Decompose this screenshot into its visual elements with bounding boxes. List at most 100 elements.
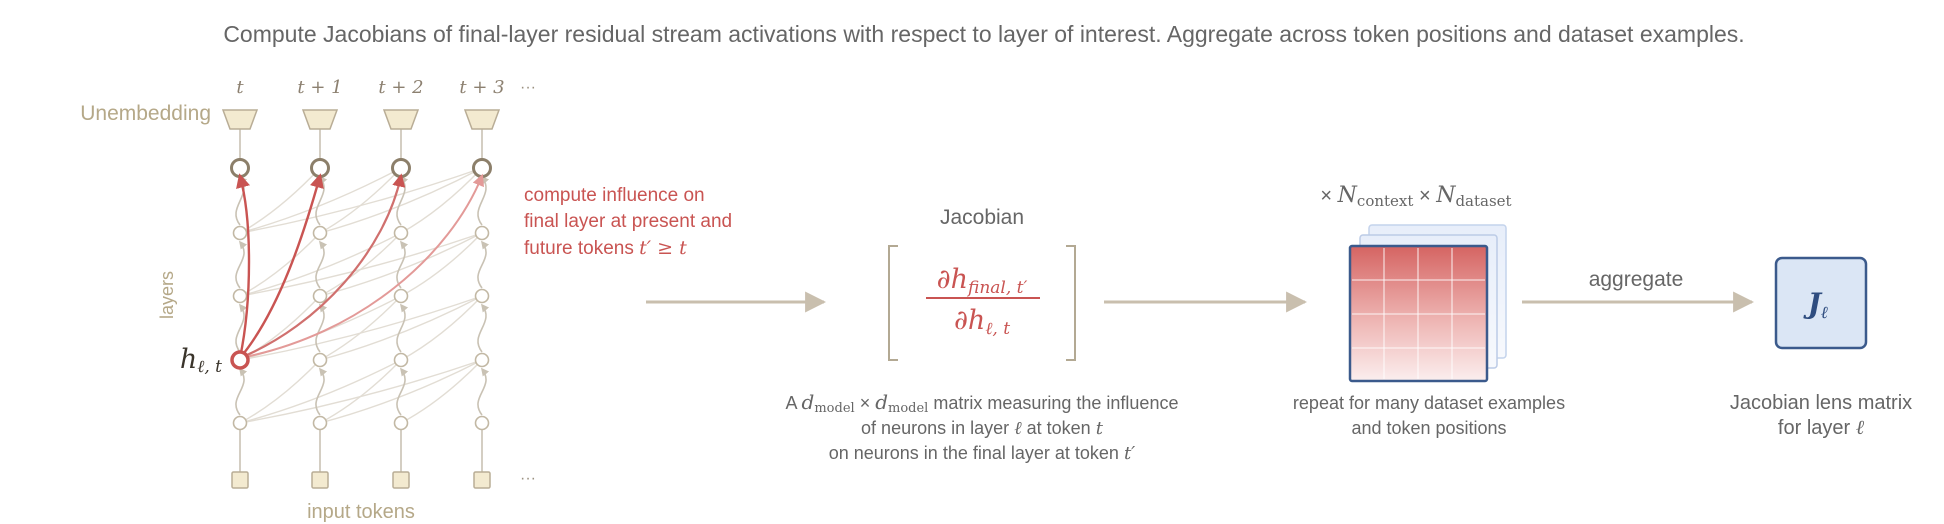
column-ellipsis-bottom: ··· [520, 470, 536, 487]
faint-connection [319, 232, 483, 297]
jacobian-caption-times: × [855, 393, 876, 413]
unembedding-trapezoid [463, 109, 501, 130]
result-caption-line1: Jacobian lens matrix [1730, 392, 1912, 414]
layer-node [474, 288, 490, 304]
jacobian-bracket-right [1066, 245, 1076, 361]
faint-connection [319, 359, 402, 424]
jacobian-panel: Jacobian ∂hfinal, t′ ∂hℓ, t A dmodel × d… [786, 206, 1179, 464]
residual-arrow [396, 240, 409, 289]
jacobian-denominator-sub: ℓ, t [985, 319, 1010, 339]
stack-caption-line2: and token positions [1351, 418, 1506, 438]
layer-node [393, 288, 409, 304]
residual-arrow [315, 303, 328, 353]
final-layer-node [230, 158, 250, 178]
layer-nodes [230, 158, 492, 431]
input-token-square [231, 471, 249, 489]
faint-connection [319, 232, 402, 297]
residual-arrow [477, 175, 490, 226]
column-label-t2: t + 2 [378, 77, 423, 98]
input-token-squares [231, 471, 491, 489]
residual-arrow [315, 240, 328, 289]
result-caption-line2-a: for layer [1778, 417, 1856, 439]
unembedding-trapezoid [221, 109, 259, 130]
jacobian-title: Jacobian [940, 206, 1024, 229]
jacobian-bracket-left [888, 245, 898, 361]
faint-connection [239, 232, 402, 297]
faint-connection [400, 295, 483, 361]
result-panel: Jℓ Jacobian lens matrix for layer ℓ [1730, 256, 1912, 439]
jacobian-caption-d2: d [875, 390, 888, 414]
jacobian-numerator: ∂hfinal, t′ [937, 264, 1028, 298]
stack-sub-dataset: dataset [1455, 192, 1511, 210]
layer-node [393, 352, 409, 368]
jacobian-numerator-sub: final, t′ [966, 278, 1027, 298]
faint-connection [239, 359, 402, 424]
jacobian-caption-line2-l: ℓ [1014, 418, 1022, 439]
jacobian-caption: A dmodel × dmodel matrix measuring the i… [786, 390, 1179, 464]
influence-arrow-t3 [239, 173, 484, 359]
jacobian-lens-box [1774, 256, 1868, 350]
influence-arrows [236, 173, 484, 360]
influence-note-line1: compute influence on [524, 185, 705, 206]
faint-connection [319, 295, 402, 361]
unembedding-blocks [221, 109, 501, 130]
influence-note-line2: final layer at present and [524, 211, 732, 232]
influence-note-line3-math: t′ ≥ t [639, 237, 687, 259]
layer-node [312, 288, 328, 304]
residual-arrow [235, 367, 248, 416]
faint-connection [319, 167, 483, 234]
residual-arrow [235, 303, 248, 353]
layer-node [312, 415, 328, 431]
jacobian-denominator-main: ∂h [954, 305, 985, 336]
stack-caption-line1: repeat for many dataset examples [1293, 393, 1565, 413]
faint-connection [239, 359, 321, 424]
jacobian-caption-tail: matrix measuring the influence [928, 393, 1178, 413]
layer-node [312, 225, 328, 241]
faint-connection [319, 295, 483, 361]
residual-arrow [477, 367, 490, 416]
final-layer-node [472, 158, 492, 178]
final-layer-node [391, 158, 411, 178]
layer-node [232, 288, 248, 304]
result-caption-line2-l: ℓ [1856, 415, 1865, 439]
residual-arrow [477, 303, 490, 353]
residual-arrow [315, 367, 328, 416]
final-layer-node [310, 158, 330, 178]
faint-connection [239, 359, 483, 424]
layer-node [232, 225, 248, 241]
jacobian-lens-symbol: Jℓ [1803, 287, 1829, 323]
influence-note-line3-text: future tokens [524, 238, 639, 259]
faint-connection [319, 359, 483, 424]
layer-node [312, 352, 328, 368]
residual-arrow [396, 367, 409, 416]
layer-node [393, 225, 409, 241]
h-label-main: h [180, 344, 197, 375]
influence-arrow-t1 [239, 173, 324, 359]
stack-times2: × [1413, 185, 1436, 207]
faint-connection [239, 167, 321, 234]
layer-node [232, 415, 248, 431]
result-caption-line2: for layer ℓ [1778, 415, 1865, 439]
residual-arrow [396, 303, 409, 353]
jacobian-caption-line1-a: A [786, 393, 802, 413]
faint-connection [239, 295, 483, 361]
header-subtitle: Compute Jacobians of final-layer residua… [223, 21, 1744, 47]
jacobian-caption-line2-t: t [1096, 418, 1104, 439]
layer-node [474, 415, 490, 431]
aggregate-label: aggregate [1589, 268, 1684, 291]
stack-times1: × [1320, 185, 1337, 207]
jacobian-caption-line1: A dmodel × dmodel matrix measuring the i… [786, 390, 1179, 416]
faint-connection [239, 232, 483, 297]
faint-connection [239, 295, 321, 361]
unembedding-trapezoid [382, 109, 420, 130]
stack-card-grid [1352, 248, 1485, 379]
stack-multiplier: × Ncontext × Ndataset [1320, 183, 1511, 210]
input-token-square [392, 471, 410, 489]
stack-panel: × Ncontext × Ndataset repeat for many da… [1293, 183, 1565, 438]
jacobian-caption-line3: on neurons in the final layer at token t… [829, 443, 1136, 464]
residual-arrow [235, 240, 248, 289]
jacobian-caption-line2: of neurons in layer ℓ at token t [861, 418, 1104, 439]
influence-arrow-t2 [239, 173, 406, 360]
column-label-t3: t + 3 [459, 77, 504, 98]
stack-sub-context: context [1357, 192, 1413, 210]
